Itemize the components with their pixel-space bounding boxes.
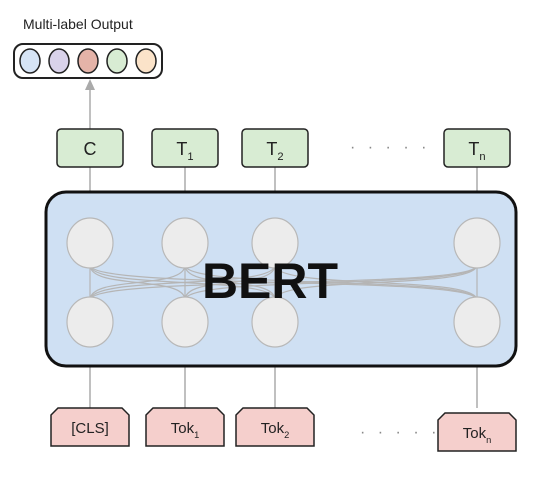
output-label: T1 [176,139,193,163]
arrow-head [85,79,95,90]
mesh-line [274,264,478,301]
input-token-box [50,407,130,447]
output-dot [135,48,157,74]
output-dot [106,48,128,74]
input-label: Tok2 [261,420,290,440]
output-dots [19,48,157,74]
bert-label: BERT [202,253,338,309]
input-tokens: [CLS] Tok1 Tok2 Tokn [50,407,517,452]
input-label: [CLS] [71,420,109,437]
output-dot [48,48,70,74]
bert-node [251,296,299,348]
output-title: Multi-label Output [23,16,133,32]
mesh-line [89,264,478,301]
output-tokens: C T1 T2 Tn [56,128,511,168]
bert-node [453,217,501,269]
bert-node [251,217,299,269]
mesh-line [184,264,478,301]
bert-nodes [66,217,501,348]
mesh-line [184,264,276,301]
output-label: T2 [266,139,283,163]
bert-node [453,296,501,348]
input-token-box [437,412,517,452]
mesh-line [89,264,186,301]
input-label: Tok1 [171,420,200,440]
bert-node [161,217,209,269]
output-token-box [56,128,124,168]
input-token-box [145,407,225,447]
bert-node [66,296,114,348]
bert-node [161,296,209,348]
output-token-box [241,128,309,168]
vertical-connectors [89,167,478,408]
output-token-box [443,128,511,168]
output-label: C [84,139,97,159]
output-ellipsis: · · · · · [350,139,430,156]
input-label: Tokn [463,425,492,445]
input-ellipsis: · · · · · [360,424,440,441]
bert-node [66,217,114,269]
output-label: Tn [468,139,485,163]
output-dot [77,48,99,74]
attention-mesh [89,264,478,301]
mesh-line [89,264,276,301]
output-token-box [151,128,219,168]
output-dot [19,48,41,74]
input-token-box [235,407,315,447]
